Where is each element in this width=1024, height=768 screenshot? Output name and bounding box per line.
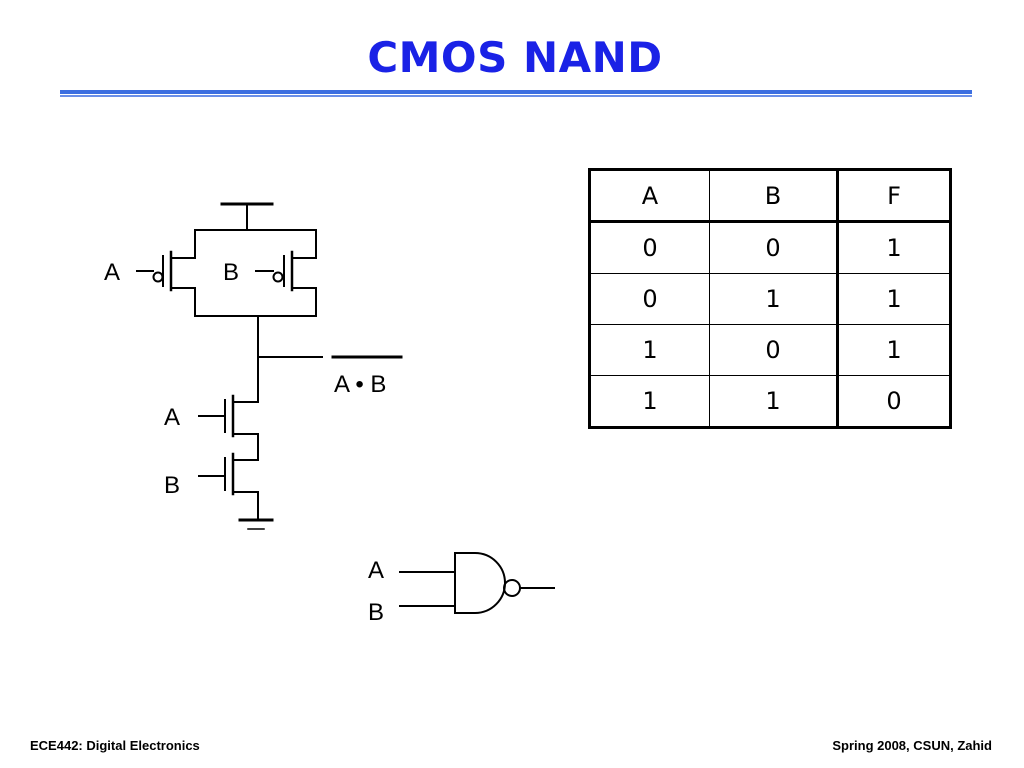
cell: 1 <box>709 273 839 325</box>
cell: 1 <box>589 375 710 428</box>
output-label: A • B <box>334 371 386 398</box>
cell: 1 <box>709 375 839 428</box>
cell: 1 <box>837 324 951 376</box>
nmos-network <box>198 377 259 521</box>
header-f: F <box>837 169 951 223</box>
table-row: 1 1 0 <box>589 375 951 428</box>
table-row: 0 1 1 <box>589 273 951 325</box>
cell: 0 <box>709 221 839 274</box>
cell: 0 <box>589 273 710 325</box>
footer-term: Spring 2008, CSUN, Zahid <box>832 738 992 753</box>
slide-title: CMOS NAND <box>367 33 663 82</box>
cell: 1 <box>837 221 951 274</box>
cell: 0 <box>709 324 839 376</box>
pmos-b-label: B <box>223 259 239 286</box>
nmos-b-label: B <box>164 472 180 499</box>
pmos-a-label: A <box>104 259 120 286</box>
header-b: B <box>709 169 839 223</box>
header-a: A <box>589 169 710 223</box>
cell: 1 <box>837 273 951 325</box>
title-rule <box>60 90 972 94</box>
table-row: 0 0 1 <box>589 221 951 274</box>
title-rule-thin <box>60 95 972 97</box>
cell: 1 <box>589 324 710 376</box>
truth-table: A B F 0 0 1 0 1 1 1 0 1 1 1 0 <box>588 168 952 429</box>
nand-gate-symbol <box>399 552 555 614</box>
gate-input-a-label: A <box>368 557 384 584</box>
nmos-a-label: A <box>164 404 180 431</box>
cell: 0 <box>589 221 710 274</box>
cell: 0 <box>837 375 951 428</box>
truth-table-header: A B F <box>589 169 951 223</box>
pmos-network <box>136 229 317 317</box>
footer-course: ECE442: Digital Electronics <box>30 738 200 753</box>
gate-input-b-label: B <box>368 599 384 626</box>
table-row: 1 0 1 <box>589 324 951 376</box>
